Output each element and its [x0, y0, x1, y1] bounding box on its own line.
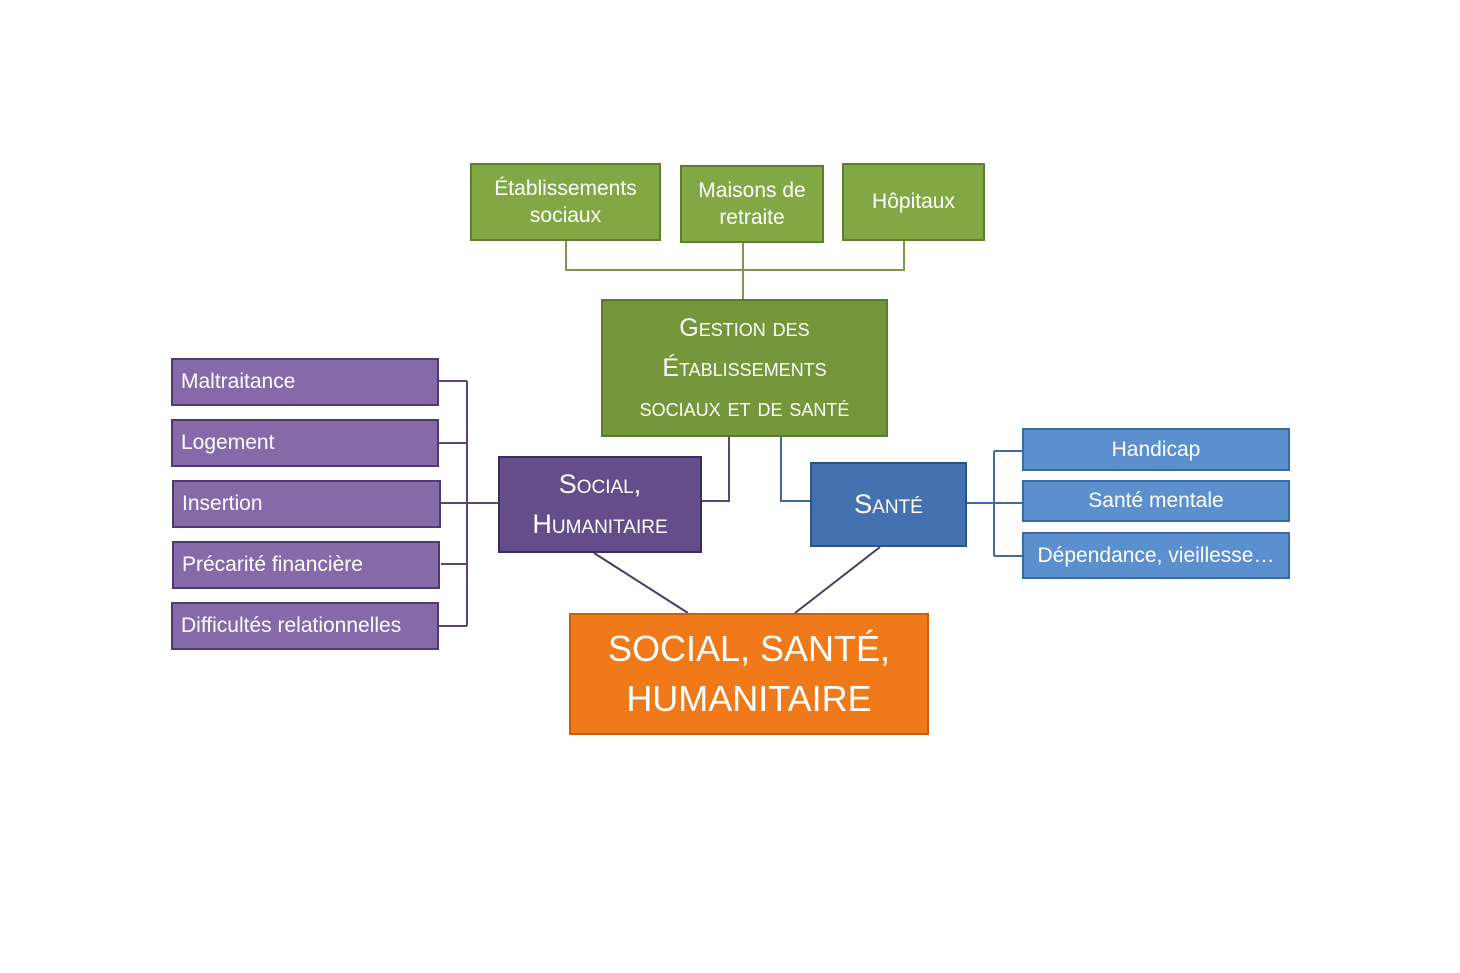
node-maltraitance[interactable]: Maltraitance — [171, 358, 439, 406]
node-gestion[interactable]: Gestion des Établissements sociaux et de… — [601, 299, 888, 437]
node-label: Maisons de retraite — [698, 178, 806, 229]
node-sante[interactable]: Santé — [810, 462, 967, 547]
node-insertion[interactable]: Insertion — [172, 480, 441, 528]
node-logement[interactable]: Logement — [171, 419, 439, 467]
node-precarite-financiere[interactable]: Précarité financière — [172, 541, 440, 589]
node-label: Établissements sociaux — [494, 176, 637, 227]
node-label: Social, Humanitaire — [532, 469, 668, 539]
node-dependance-vieillesse[interactable]: Dépendance, vieillesse… — [1022, 532, 1290, 579]
social-children-connectors — [439, 380, 499, 627]
node-handicap[interactable]: Handicap — [1022, 428, 1290, 471]
node-label: Gestion des Établissements sociaux et de… — [639, 314, 850, 422]
node-maisons-de-retraite[interactable]: Maisons de retraite — [680, 165, 824, 243]
node-hopitaux[interactable]: Hôpitaux — [842, 163, 985, 241]
node-label: Insertion — [182, 492, 263, 516]
sante-children-connectors — [967, 450, 1022, 557]
node-label: Dépendance, vieillesse… — [1037, 543, 1275, 567]
node-sante-mentale[interactable]: Santé mentale — [1022, 480, 1290, 522]
node-etablissements-sociaux[interactable]: Établissements sociaux — [470, 163, 661, 241]
node-label: Maltraitance — [181, 370, 296, 394]
node-social-humanitaire[interactable]: Social, Humanitaire — [498, 456, 702, 553]
gestion-social-connector — [701, 437, 730, 502]
node-label: Précarité financière — [182, 553, 363, 577]
gestion-connectors — [565, 241, 905, 300]
node-root-social-sante-humanitaire[interactable]: SOCIAL, SANTÉ, HUMANITAIRE — [569, 613, 929, 735]
node-label: Santé mentale — [1088, 489, 1224, 513]
node-label: Difficultés relationnelles — [181, 614, 402, 638]
gestion-sante-connector — [780, 437, 810, 502]
root-connectors — [593, 546, 881, 614]
node-difficultes-relationnelles[interactable]: Difficultés relationnelles — [171, 602, 439, 650]
node-label: Hôpitaux — [872, 190, 955, 214]
node-label: Logement — [181, 431, 275, 455]
node-label: Handicap — [1111, 437, 1201, 461]
node-label: Santé — [854, 488, 923, 519]
node-label: SOCIAL, SANTÉ, HUMANITAIRE — [607, 627, 891, 719]
